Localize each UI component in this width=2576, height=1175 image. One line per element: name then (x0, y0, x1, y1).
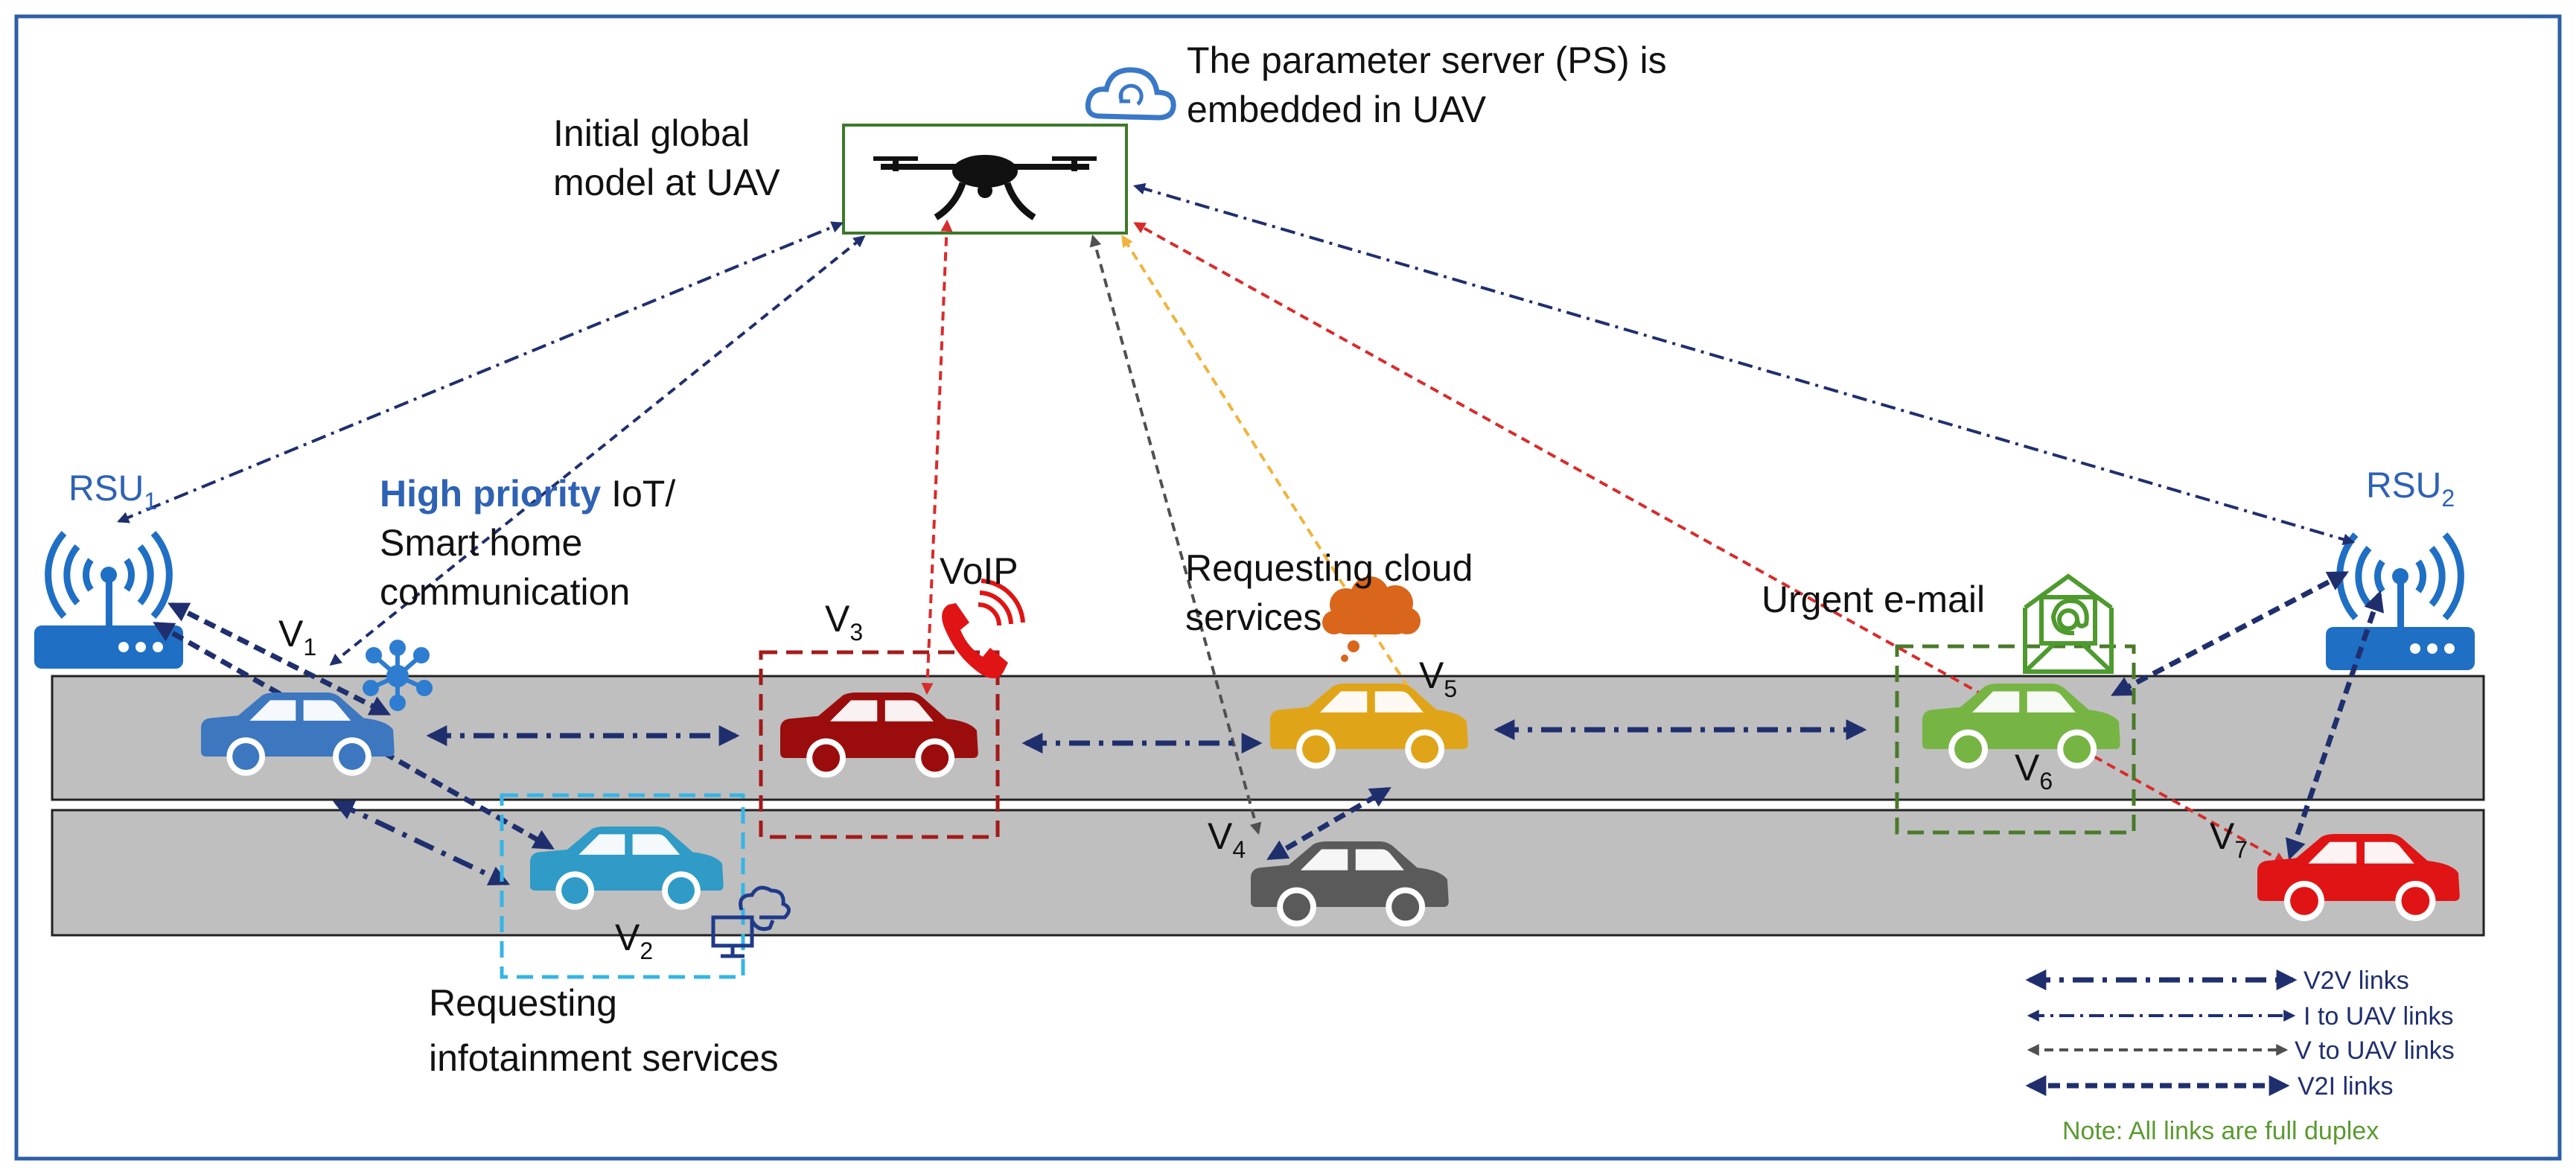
link-v4-v5 (1266, 786, 1391, 861)
duplex-note: Note: All links are full duplex (2062, 1117, 2379, 1145)
link-v3-uav (921, 219, 953, 695)
iot-service-line2: Smart home (380, 522, 582, 564)
infotainment-icon (711, 885, 791, 958)
infotainment-line2: infotainment services (429, 1037, 779, 1079)
drone-icon (873, 155, 1097, 220)
link-v7-uav (1133, 222, 2286, 864)
vehicle-v7-label: V7 (2210, 815, 2248, 863)
voip-phone-icon (942, 579, 1025, 678)
legend-v2v-label: V2V links (2304, 967, 2409, 995)
legend-i-uav-label: I to UAV links (2304, 1002, 2454, 1031)
uav-caption-line1: Initial global (553, 112, 750, 154)
outer-frame (14, 14, 2562, 1161)
email-icon (2023, 573, 2114, 674)
rsu2-label: RSU2 (2366, 466, 2455, 512)
v2-highlight-box (500, 793, 745, 979)
legend: V2V links I to UAV links V to UAV links … (2025, 967, 2455, 1101)
rsu1-label: RSU1 (68, 469, 157, 515)
iot-service-line3: communication (380, 571, 630, 613)
legend-v2i-label: V2I links (2298, 1072, 2394, 1101)
cloud-services-icon (1322, 576, 1421, 662)
vehicle-v2-label: V2 (615, 917, 653, 964)
vehicle-v1-label: V1 (278, 613, 316, 660)
cloud-sync-icon (1085, 67, 1176, 121)
cloud-service-line1: Requesting cloud (1185, 547, 1473, 589)
ps-description-line2: embedded in UAV (1187, 89, 1487, 130)
vehicle-v6-label: V6 (2015, 747, 2053, 795)
rsu1-router-icon (34, 533, 183, 669)
link-rsu2-uav (1132, 182, 2356, 546)
vehicle-v3-label: V3 (825, 598, 863, 646)
v3-highlight-box (759, 650, 1000, 839)
link-v1-uav (329, 235, 866, 666)
iot-hub-icon (363, 640, 433, 711)
infotainment-line1: Requesting (429, 982, 617, 1024)
link-v4-uav (1089, 234, 1262, 835)
legend-v-uav-label: V to UAV links (2295, 1037, 2455, 1065)
link-rsu2-v7 (2285, 590, 2385, 861)
iot-service-line1: High priority IoT/ (380, 473, 675, 515)
vehicle-v5-label: V5 (1419, 655, 1457, 702)
uav-caption-line2: model at UAV (553, 162, 780, 203)
ps-description-line1: The parameter server (PS) is (1187, 39, 1667, 81)
v6-highlight-box (1895, 644, 2136, 835)
voip-label: VoIP (940, 550, 1018, 592)
cloud-service-line2: services (1185, 596, 1322, 638)
vehicle-v4-label: V4 (1208, 815, 1246, 863)
email-label: Urgent e-mail (1762, 579, 1985, 620)
rsu2-router-icon (2326, 535, 2475, 670)
link-v1-v2 (332, 800, 511, 886)
